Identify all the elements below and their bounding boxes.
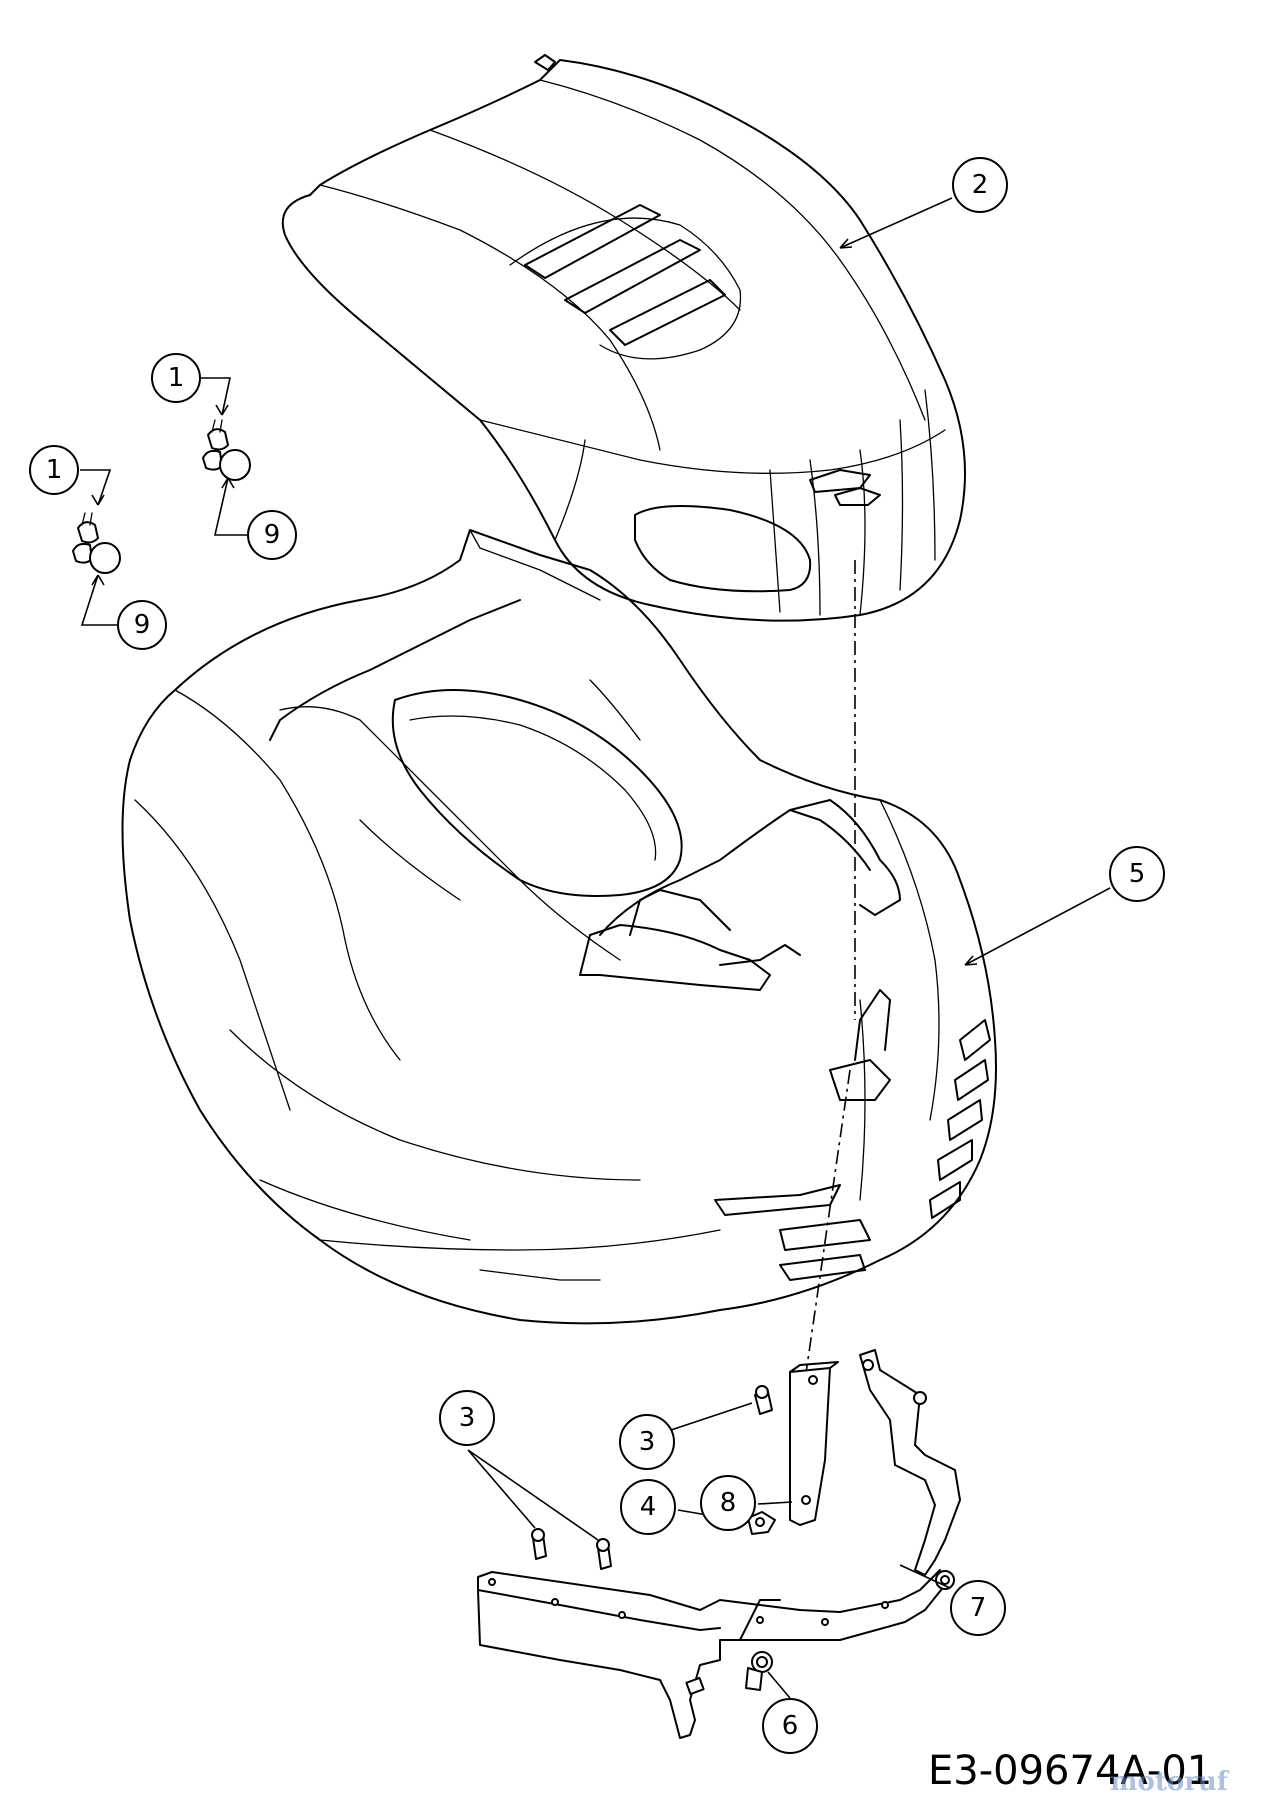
- main-hood: [121, 529, 997, 1325]
- svg-text:9: 9: [264, 520, 281, 550]
- leader-9a: [213, 477, 250, 536]
- svg-text:9: 9: [134, 610, 151, 640]
- callout-3-center: 3: [619, 1414, 675, 1470]
- bolt-3-left-b: [596, 1538, 612, 1570]
- svg-text:1: 1: [168, 363, 185, 393]
- svg-text:2: 2: [972, 170, 989, 200]
- leader-7: [899, 1564, 951, 1589]
- callout-1-lower: 1: [29, 445, 79, 495]
- vertical-bracket: [789, 1361, 839, 1526]
- svg-text:8: 8: [720, 1488, 737, 1518]
- leader-3-left: [467, 1449, 599, 1541]
- alignment-line-lower: [804, 1069, 851, 1381]
- svg-text:7: 7: [970, 1593, 987, 1623]
- svg-text:5: 5: [1129, 859, 1146, 889]
- bolt-6: [745, 1651, 773, 1691]
- leader-9b: [80, 574, 118, 626]
- leader-5: [964, 887, 1111, 966]
- fastener-assembly-lower: [72, 512, 121, 574]
- callout-5: 5: [1109, 846, 1165, 902]
- callout-8: 8: [700, 1475, 756, 1531]
- callout-7: 7: [950, 1580, 1006, 1636]
- bolt-3-left-a: [531, 1528, 547, 1560]
- callout-2: 2: [952, 157, 1008, 213]
- hood-top-cover: [281, 54, 966, 622]
- leader-6: [767, 1671, 791, 1699]
- svg-text:6: 6: [782, 1711, 799, 1741]
- fastener-assembly-upper: [202, 419, 251, 481]
- leader-1b: [80, 469, 112, 506]
- callout-3-left: 3: [439, 1390, 495, 1446]
- callout-4: 4: [620, 1479, 676, 1535]
- nut-4: [747, 1511, 776, 1535]
- svg-text:1: 1: [46, 455, 63, 485]
- bolt-3-center: [754, 1385, 773, 1415]
- watermark: motoruf: [1110, 1767, 1230, 1797]
- callout-9-lower: 9: [117, 600, 167, 650]
- callout-9-upper: 9: [247, 510, 297, 560]
- leader-1a: [198, 377, 231, 416]
- drawing-number: E3-09674A-01: [928, 1748, 1212, 1794]
- svg-text:3: 3: [459, 1403, 476, 1433]
- leader-2: [839, 197, 953, 249]
- callout-1-upper: 1: [151, 353, 201, 403]
- svg-text:4: 4: [640, 1492, 657, 1522]
- svg-text:3: 3: [639, 1427, 656, 1457]
- leader-8: [757, 1501, 793, 1505]
- lower-mounting-bracket: [477, 1349, 961, 1739]
- callout-6: 6: [762, 1698, 818, 1754]
- leader-3-center: [664, 1402, 753, 1433]
